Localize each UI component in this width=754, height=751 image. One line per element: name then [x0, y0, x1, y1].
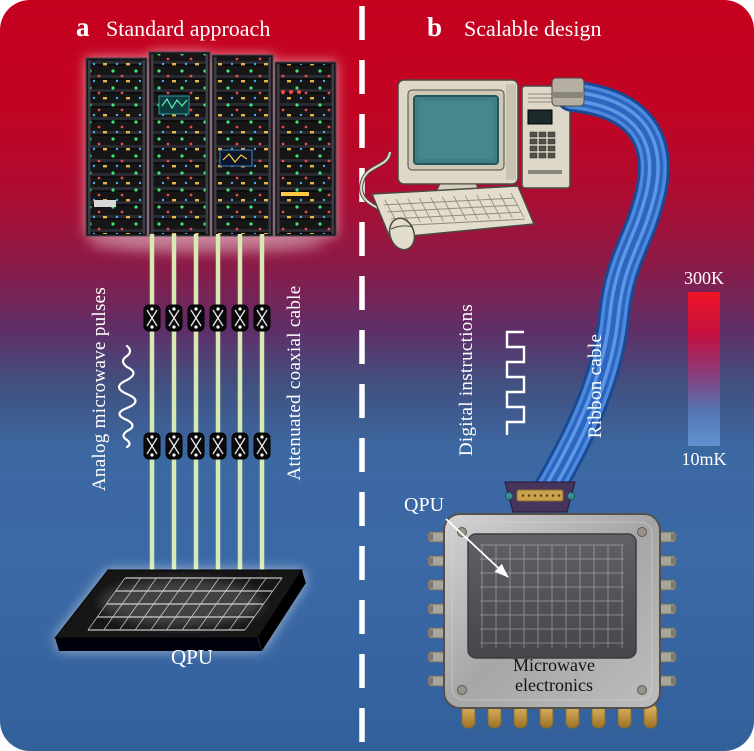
- qpu-pointer-arrow: [445, 518, 509, 578]
- attenuators: [143, 304, 271, 460]
- qpu-label-b: QPU: [404, 494, 445, 516]
- panel-b-letter: b: [427, 12, 443, 42]
- temperature-colorbar: [688, 292, 720, 446]
- qpu-window: [467, 533, 637, 659]
- analog-microwave-pulses-label: Analog microwave pulses: [89, 286, 110, 492]
- analyzer-screen: [219, 149, 253, 167]
- desktop-computer-illustration: [359, 79, 571, 251]
- panel-b-title: Scalable design: [464, 16, 602, 41]
- colorbar-bottom-label: 10mK: [681, 449, 727, 469]
- panel-a-title: Standard approach: [106, 16, 271, 41]
- microwave-electronics-label: Microwave electronics: [513, 655, 595, 696]
- coax-cables: [149, 234, 265, 572]
- panel-a-letter: a: [76, 12, 90, 42]
- rack-glow: [89, 233, 325, 253]
- microwave-chip-illustration: [427, 513, 677, 729]
- square-wave-icon: [505, 330, 526, 435]
- ribbon-cable-label: Ribbon cable: [585, 333, 606, 439]
- qpu-label-a: QPU: [170, 645, 213, 669]
- qpu-chip-a: [53, 569, 306, 651]
- server-racks-illustration: [85, 51, 337, 237]
- ribbon-bottom-connector: [504, 481, 576, 513]
- microwave-pulse-icon: [117, 344, 137, 449]
- ribbon-cable-illustration: [533, 80, 670, 505]
- digital-instructions-label: Digital instructions: [456, 303, 477, 457]
- cable-top-connector: [551, 77, 585, 107]
- attenuated-coaxial-cable-label: Attenuated coaxial cable: [284, 285, 305, 481]
- colorbar-top-label: 300K: [684, 268, 724, 288]
